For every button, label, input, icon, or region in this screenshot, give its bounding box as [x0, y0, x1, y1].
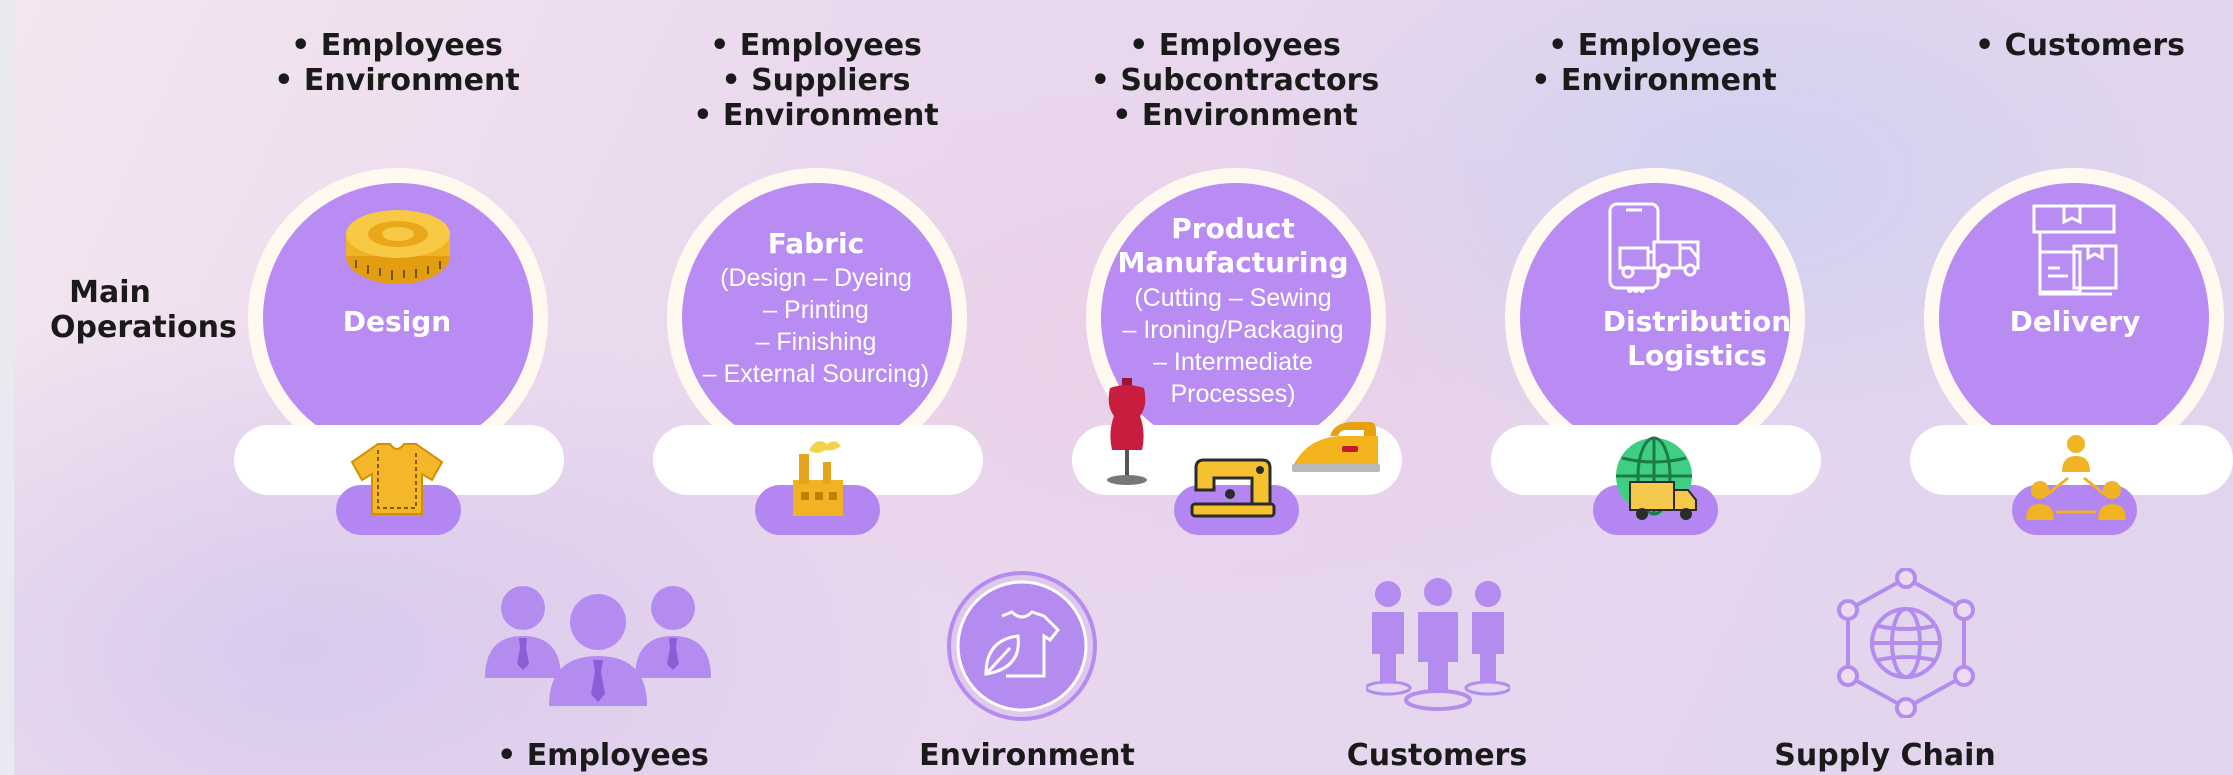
stakeholder-item: • Employees	[291, 28, 503, 63]
stage-bubble-manufacturing	[1086, 168, 1386, 468]
stage-title-manufacturing: Product Manufacturing	[1118, 212, 1349, 280]
stage-title-distribution: Distribution Logistics	[1603, 305, 1791, 373]
stage-bubble-fill	[1101, 183, 1371, 453]
subtitle-line: – Printing	[763, 296, 869, 324]
stakeholders-fabric: • Employees • Suppliers • Environment	[693, 28, 938, 133]
subtitle-line: – Finishing	[755, 328, 877, 356]
sewing-machine-icon	[1190, 456, 1276, 520]
factory-icon	[783, 436, 853, 518]
subtitle-line: (Cutting – Sewing	[1134, 284, 1332, 312]
row-label-line-2: Operations	[50, 310, 237, 345]
stakeholder-item: • Employees	[710, 28, 922, 63]
stage-title-delivery: Delivery	[2009, 305, 2141, 338]
employees-icon	[485, 578, 711, 708]
mobile-delivery-truck-icon	[1606, 202, 1702, 294]
iron-icon	[1290, 420, 1382, 478]
people-network-icon	[2024, 432, 2128, 528]
mannequin-icon	[1100, 376, 1154, 486]
title-line: Manufacturing	[1117, 246, 1349, 279]
stakeholders-manufacturing: • Employees • Subcontractors • Environme…	[1091, 28, 1380, 133]
category-label-employees: • Employees	[497, 738, 709, 773]
stakeholders-distribution: • Employees • Environment	[1531, 28, 1776, 98]
stakeholder-item: • Environment	[1112, 98, 1358, 133]
stakeholder-item: • Customers	[1974, 28, 2186, 63]
left-edge-band	[0, 0, 14, 775]
tshirt-pattern-icon	[348, 440, 446, 518]
stakeholder-item: • Environment	[1531, 63, 1777, 98]
subtitle-line: – Intermediate	[1153, 348, 1313, 376]
stage-subtitle-manufacturing: (Cutting – Sewing – Ironing/Packaging – …	[1123, 282, 1344, 410]
stage-subtitle-fabric: (Design – Dyeing – Printing – Finishing …	[703, 262, 930, 390]
title-line: Product	[1171, 212, 1295, 245]
measuring-tape-icon	[342, 208, 454, 288]
stage-bubble-delivery	[1924, 168, 2224, 468]
title-line: Distribution	[1602, 305, 1792, 338]
stakeholder-item: • Environment	[693, 98, 939, 133]
stakeholders-delivery: • Customers	[1975, 28, 2185, 63]
stage-title-design: Design	[342, 305, 452, 338]
stage-bubble-distribution	[1505, 168, 1805, 468]
boxes-icon	[2030, 202, 2120, 298]
stakeholder-item: • Employees	[1548, 28, 1760, 63]
stakeholder-item: • Subcontractors	[1090, 63, 1380, 98]
stage-bubble-fill	[682, 183, 952, 453]
stage-bubble-fill	[1520, 183, 1790, 453]
stage-title-fabric: Fabric	[767, 227, 865, 260]
row-label: Main Operations	[50, 275, 237, 345]
supply-chain-globe-icon	[1836, 567, 1976, 719]
row-label-line-1: Main	[69, 275, 151, 310]
subtitle-line: – Ironing/Packaging	[1122, 316, 1344, 344]
stage-bubble-fill	[1939, 183, 2209, 453]
title-line: Logistics	[1627, 339, 1767, 372]
stakeholder-item: • Environment	[274, 63, 520, 98]
category-label-customers: Customers	[1346, 738, 1528, 773]
subtitle-line: – External Sourcing)	[702, 360, 930, 388]
subtitle-line: (Design – Dyeing	[720, 264, 912, 292]
subtitle-line: Processes)	[1170, 380, 1296, 408]
customers-icon	[1364, 578, 1512, 712]
stage-bubble-fabric	[667, 168, 967, 468]
stakeholder-item: • Employees	[1129, 28, 1341, 63]
category-label-supply-chain: Supply Chain	[1774, 738, 1996, 773]
stakeholder-item: • Suppliers	[721, 63, 911, 98]
eco-tshirt-icon	[946, 570, 1098, 722]
stakeholders-design: • Employees • Environment	[274, 28, 519, 98]
globe-delivery-truck-icon	[1612, 436, 1702, 524]
category-label-environment: Environment	[919, 738, 1135, 773]
